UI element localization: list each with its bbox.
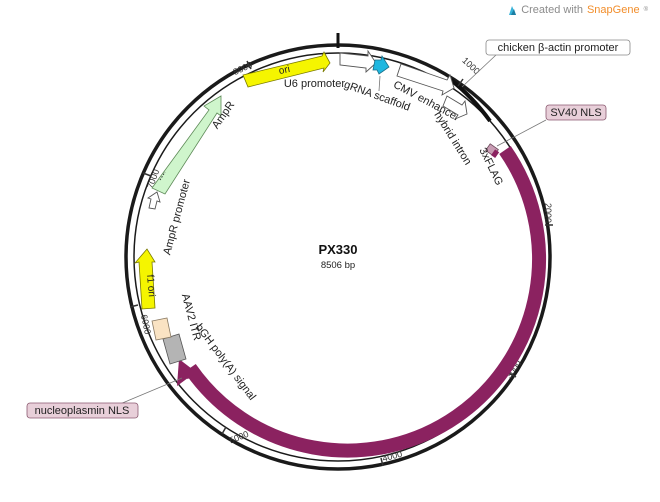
plasmid-size: 8506 bp bbox=[321, 260, 355, 271]
tick-2000: 2000 bbox=[543, 203, 553, 226]
snapgene-logo-icon bbox=[509, 5, 517, 15]
aav2-itr-feature bbox=[151, 317, 172, 341]
aav2-itr-label: AAV2 ITR bbox=[179, 292, 203, 342]
nucleoplasmin-nls-connector bbox=[119, 377, 183, 405]
promoter-region-arc bbox=[449, 78, 492, 123]
ori-feature bbox=[242, 51, 331, 88]
hybrid-intron-feature bbox=[442, 95, 468, 121]
3xflag-label: 3xFLAG bbox=[476, 146, 504, 188]
ampr-feature bbox=[151, 95, 222, 195]
tick-label-6000: 6000 bbox=[139, 314, 153, 336]
sv40-nls-callout-box bbox=[545, 104, 607, 121]
3xflag-feature bbox=[491, 149, 500, 158]
cas9-label: Cas9 bbox=[438, 385, 464, 408]
u6-promoter-label: U6 promoter bbox=[284, 78, 345, 90]
nucleoplasmin-nls-feature bbox=[181, 368, 194, 379]
snapgene-credit: Created with SnapGene ® bbox=[508, 3, 648, 17]
chicken-actin-callout-box bbox=[485, 39, 631, 56]
credit-trademark: ® bbox=[643, 7, 648, 13]
bgh-polya-feature bbox=[162, 333, 187, 365]
credit-brand: SnapGene bbox=[586, 4, 640, 16]
grna-scaffold-connector bbox=[378, 75, 381, 92]
tick-label-1000: 1000 bbox=[460, 55, 481, 76]
nucleoplasmin-nls-callout-box bbox=[26, 402, 139, 419]
chicken-actin-label: chicken β-actin promoter bbox=[498, 42, 619, 54]
tick-6000: 6000 bbox=[129, 304, 153, 336]
credit-prefix: Created with bbox=[521, 4, 583, 16]
backbone-outer-ring bbox=[124, 43, 552, 471]
f1-ori-label: f1 ori bbox=[144, 274, 157, 297]
nucleoplasmin-nls-label: nucleoplasmin NLS bbox=[35, 405, 130, 417]
f1-ori-feature bbox=[133, 248, 156, 310]
cmv-enhancer-feature bbox=[396, 63, 455, 96]
chicken-actin-connector bbox=[461, 54, 497, 88]
ori-label: ori bbox=[278, 64, 291, 77]
tick-label-2000: 2000 bbox=[543, 203, 553, 223]
cas9-arc bbox=[184, 146, 547, 458]
sv40-nls-label: SV40 NLS bbox=[550, 107, 601, 119]
grna-scaffold-feature bbox=[372, 54, 390, 75]
ampr-promoter-feature bbox=[146, 191, 161, 210]
tick-1000: 1000 bbox=[457, 55, 482, 87]
u6-promoter-feature bbox=[339, 49, 377, 74]
sv40-nls-connector bbox=[496, 119, 547, 147]
plasmid-name: PX330 bbox=[318, 242, 357, 257]
